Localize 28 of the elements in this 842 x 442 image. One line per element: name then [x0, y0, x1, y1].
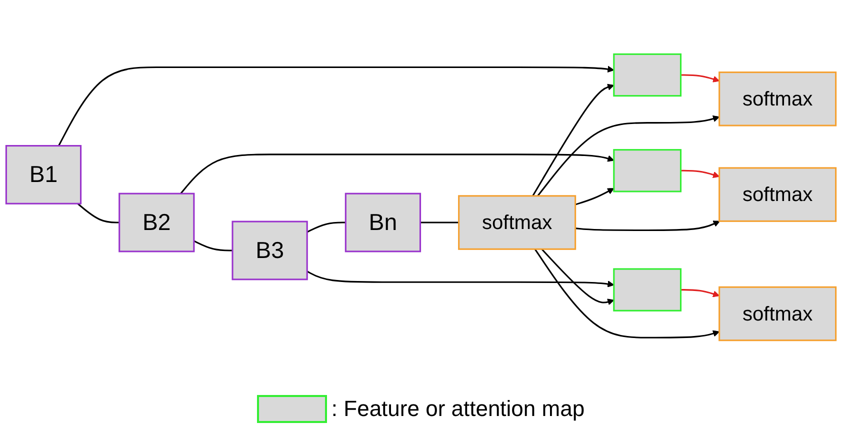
- arrow: [575, 188, 614, 206]
- arrow: [537, 116, 720, 197]
- node-box: [613, 149, 682, 192]
- node-box: Bn: [344, 193, 422, 252]
- arrow: [180, 154, 614, 194]
- arrow: [58, 66, 614, 146]
- node-box: B2: [118, 193, 195, 252]
- connector: [77, 203, 120, 224]
- arrow: [680, 289, 720, 298]
- node-box: softmax: [718, 72, 837, 127]
- node-box: B3: [232, 221, 308, 280]
- node-box: softmax: [718, 286, 837, 342]
- node-box: softmax: [458, 195, 576, 250]
- connector: [194, 240, 232, 252]
- connector: [306, 222, 346, 233]
- arrow: [532, 84, 614, 197]
- node-box: B1: [5, 145, 82, 205]
- legend-text: : Feature or attention map: [331, 396, 585, 422]
- node-box: [613, 268, 682, 312]
- arrow: [306, 270, 614, 288]
- arrow: [575, 220, 720, 232]
- node-box: [613, 54, 682, 97]
- arrow: [534, 248, 720, 339]
- node-box: softmax: [718, 167, 837, 222]
- arrow: [541, 248, 614, 306]
- connector: [420, 222, 459, 224]
- arrow: [680, 74, 720, 83]
- arrow: [680, 170, 720, 178]
